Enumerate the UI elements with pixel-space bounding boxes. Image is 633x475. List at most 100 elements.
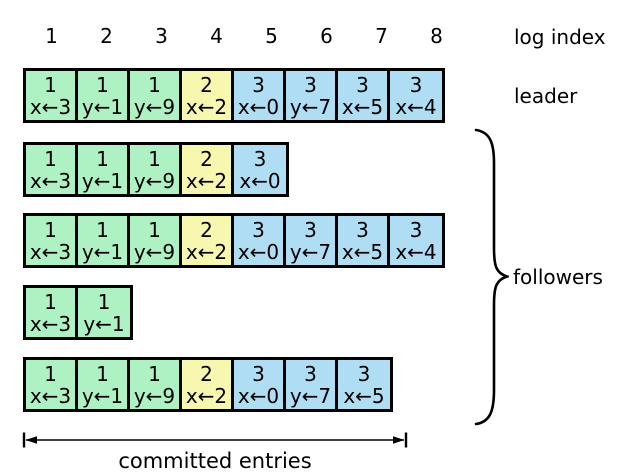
entry-command: y←1 xyxy=(81,239,124,264)
entry-command: x←0 xyxy=(237,94,280,119)
entry-command: x←3 xyxy=(29,311,72,336)
entry-command: x←2 xyxy=(185,94,228,119)
entry-term: 2 xyxy=(200,146,213,171)
entry-command: x←0 xyxy=(237,383,280,408)
entry-command: y←7 xyxy=(289,383,332,408)
entry-command: y←9 xyxy=(133,94,176,119)
entry-term: 3 xyxy=(252,72,265,97)
entry-term: 2 xyxy=(200,72,213,97)
entry-command: x←0 xyxy=(239,168,281,193)
entry-term: 3 xyxy=(253,146,267,171)
entry-term: 3 xyxy=(357,361,371,386)
entry-term: 1 xyxy=(148,361,161,386)
followers-brace-icon xyxy=(474,128,509,426)
entry-term: 1 xyxy=(96,146,109,171)
leader-label: leader xyxy=(514,84,578,108)
entry-term: 2 xyxy=(200,361,213,386)
log-index-number: 4 xyxy=(210,24,223,48)
log-index-number: 1 xyxy=(45,24,58,48)
log-index-number: 2 xyxy=(100,24,113,48)
entry-command: y←9 xyxy=(133,383,176,408)
entry-term: 2 xyxy=(200,217,213,242)
log-index-number: 6 xyxy=(320,24,333,48)
committed-entries-label: committed entries xyxy=(118,449,312,473)
entry-command: x←3 xyxy=(29,168,72,193)
entry-command: x←3 xyxy=(29,94,72,119)
entry-term: 1 xyxy=(44,361,57,386)
entry-term: 1 xyxy=(97,289,111,314)
log-index-number: 7 xyxy=(375,24,388,48)
entry-term: 3 xyxy=(304,72,317,97)
log-index-number: 8 xyxy=(430,24,443,48)
entry-term: 1 xyxy=(44,217,57,242)
entry-term: 1 xyxy=(44,146,57,171)
entry-command: x←3 xyxy=(29,383,72,408)
entry-command: y←7 xyxy=(289,239,332,264)
entry-command: x←2 xyxy=(185,383,228,408)
entry-term: 1 xyxy=(96,361,109,386)
entry-term: 3 xyxy=(252,361,265,386)
log-index-number: 5 xyxy=(265,24,278,48)
entry-command: y←9 xyxy=(133,239,176,264)
entry-term: 3 xyxy=(304,361,317,386)
entry-command: x←5 xyxy=(341,239,384,264)
entry-command: x←2 xyxy=(185,168,228,193)
followers-label: followers xyxy=(513,265,603,289)
entry-term: 1 xyxy=(44,289,57,314)
entry-command: y←1 xyxy=(81,94,124,119)
entry-term: 3 xyxy=(304,217,317,242)
entry-term: 1 xyxy=(148,72,161,97)
entry-term: 1 xyxy=(148,146,161,171)
entry-term: 3 xyxy=(356,217,369,242)
log-index-label: log index xyxy=(514,25,606,49)
log-index-number: 3 xyxy=(155,24,168,48)
entry-command: x←2 xyxy=(185,239,228,264)
entry-command: y←1 xyxy=(83,311,125,336)
entry-term: 1 xyxy=(96,72,109,97)
entry-term: 1 xyxy=(44,72,57,97)
entry-term: 3 xyxy=(409,72,423,97)
committed-entries-span-arrow-icon xyxy=(22,432,408,448)
entry-command: x←4 xyxy=(395,239,437,264)
entry-command: x←5 xyxy=(341,94,384,119)
entry-command: x←0 xyxy=(237,239,280,264)
entry-command: y←9 xyxy=(133,168,176,193)
entry-term: 3 xyxy=(252,217,265,242)
entry-command: x←3 xyxy=(29,239,72,264)
entry-term: 1 xyxy=(148,217,161,242)
entry-command: y←1 xyxy=(81,383,124,408)
